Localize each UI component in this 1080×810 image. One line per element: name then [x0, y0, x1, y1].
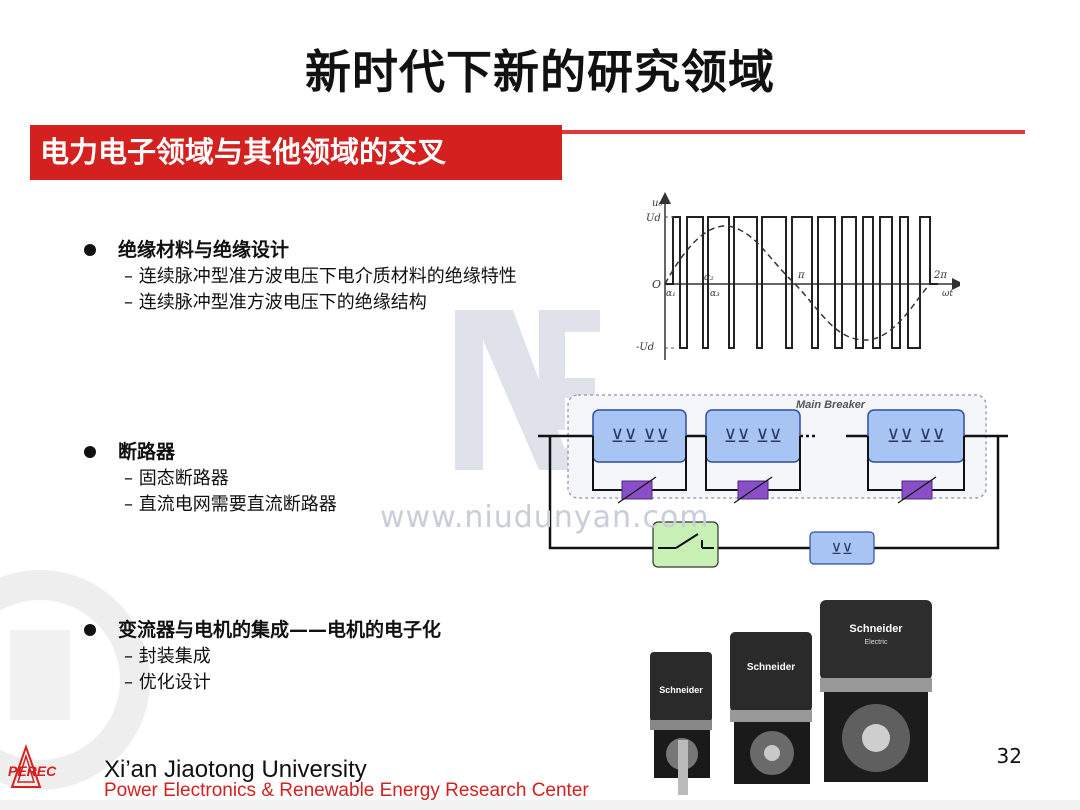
- x-axis-label: ωt: [942, 289, 953, 299]
- bullet-heading: 变流器与电机的集成——电机的电子化: [84, 616, 544, 644]
- logo-text: PEREC: [8, 763, 57, 779]
- igbt-module: ⊻⊻ ⊻⊻: [592, 409, 687, 463]
- bullet-sub: – 优化设计: [124, 672, 211, 693]
- footer-strip: [0, 800, 1080, 810]
- brand-sub-label: Electric: [865, 639, 888, 646]
- motor-medium: Schneider: [730, 632, 812, 784]
- breaker-diagram: Main Breaker ⊻⊻ ⊻⊻ ⊻⊻ ⊻⊻ ⊻⊻ ⊻⊻: [538, 394, 1008, 568]
- bullet-heading: 绝缘材料与绝缘设计: [84, 236, 544, 264]
- auxiliary-breaker: ⊻⊻: [809, 531, 875, 565]
- motor-large: Schneider Electric: [820, 600, 932, 782]
- pi-label: π: [797, 270, 805, 281]
- page-title: 新时代下新的研究领域: [305, 45, 775, 99]
- alpha2-label: α₂: [704, 273, 714, 283]
- bullet-sub: – 连续脉冲型准方波电压下电介质材料的绝缘特性: [124, 266, 517, 287]
- svg-text:⊻⊻ ⊻⊻: ⊻⊻ ⊻⊻: [611, 426, 669, 447]
- svg-text:⊻⊻: ⊻⊻: [831, 540, 853, 558]
- bullet-insulation: 绝缘材料与绝缘设计 – 连续脉冲型准方波电压下电介质材料的绝缘特性 – 连续脉冲…: [84, 236, 544, 316]
- mechanical-switch: [652, 521, 719, 568]
- waveform-diagram: u₀ Ud -Ud O α₁ α₂ α₃ π 2π ωt: [636, 192, 960, 360]
- bullet-heading: 断路器: [84, 438, 544, 466]
- motor-small: Schneider: [650, 652, 712, 795]
- section-banner: 电力电子领域与其他领域的交叉: [30, 125, 562, 180]
- motor-illustration: Schneider Schneider Schneider Electric: [650, 600, 932, 795]
- gear-watermark: [0, 570, 150, 790]
- bullet-breaker: 断路器 – 固态断路器 – 直流电网需要直流断路器: [84, 438, 544, 518]
- y-axis-label: u₀: [652, 198, 662, 209]
- sine-curve: [664, 225, 931, 341]
- pulse-train: [665, 216, 938, 349]
- alpha1-label: α₁: [666, 289, 676, 299]
- ud-label: Ud: [646, 213, 661, 224]
- bullet-sub: – 封装集成: [124, 646, 211, 667]
- footer-research-center: Power Electronics & Renewable Energy Res…: [104, 780, 589, 801]
- footer-university: Xi’an Jiaotong University: [104, 756, 367, 783]
- bullet-sub: – 连续脉冲型准方波电压下的绝缘结构: [124, 292, 427, 313]
- bullet-sub: – 直流电网需要直流断路器: [124, 494, 337, 515]
- alpha3-label: α₃: [710, 289, 720, 299]
- title-divider: [560, 130, 1025, 134]
- brand-label: Schneider: [747, 662, 795, 673]
- brand-label: Schneider: [659, 685, 703, 695]
- brand-label: Schneider: [849, 623, 903, 635]
- watermark-text: www.niudunyan.com: [380, 500, 710, 535]
- page-number: 32: [996, 744, 1022, 768]
- bullet-motor: 变流器与电机的集成——电机的电子化 – 封装集成 – 优化设计: [84, 616, 544, 696]
- igbt-module: ⊻⊻ ⊻⊻: [705, 409, 801, 463]
- main-breaker-label: Main Breaker: [796, 399, 866, 411]
- perec-logo: PEREC: [8, 743, 57, 788]
- origin-label: O: [652, 278, 661, 291]
- svg-text:⊻⊻ ⊻⊻: ⊻⊻ ⊻⊻: [887, 426, 945, 447]
- igbt-module: ⊻⊻ ⊻⊻: [867, 409, 965, 463]
- two-pi-label: 2π: [933, 270, 947, 281]
- neg-ud-label: -Ud: [636, 342, 654, 353]
- svg-text:⊻⊻ ⊻⊻: ⊻⊻ ⊻⊻: [724, 426, 782, 447]
- bullet-sub: – 固态断路器: [124, 468, 229, 489]
